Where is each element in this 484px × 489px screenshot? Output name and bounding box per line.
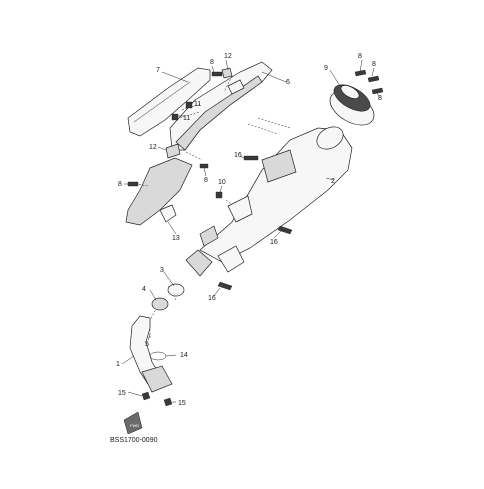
callout-1: 1	[116, 361, 120, 368]
callout-8-left: 8	[118, 181, 122, 188]
callout-16-mid: 16	[270, 239, 278, 246]
other-bolts-8	[127, 71, 223, 187]
gasket-3	[167, 283, 185, 297]
callout-10: 10	[218, 179, 226, 186]
callout-8-endcap-low: 8	[378, 95, 382, 102]
bolt-10	[215, 191, 223, 199]
nut-15-left	[141, 391, 151, 401]
muffler-body	[185, 126, 353, 277]
callout-8-endcap-mid: 8	[372, 61, 376, 68]
callout-16-lower: 16	[208, 295, 216, 302]
callout-4: 4	[142, 286, 146, 293]
callout-13: 13	[172, 235, 180, 242]
callout-labels: 12 8 8 8 8 9 6 7 11 11 12 16 8 8 10 2 13…	[116, 53, 382, 407]
callout-12-upper: 12	[224, 53, 232, 60]
bolt-16-top	[243, 155, 259, 161]
callout-7: 7	[156, 67, 160, 74]
end-cap-bolts	[354, 69, 384, 95]
bolt-16-mid	[277, 225, 293, 235]
heat-shield-lower	[125, 157, 193, 226]
callout-15-left: 15	[118, 390, 126, 397]
callout-9: 9	[324, 65, 328, 72]
callout-3: 3	[160, 267, 164, 274]
callout-16-top: 16	[234, 152, 242, 159]
callout-8-mid: 8	[204, 177, 208, 184]
flange-4	[151, 297, 169, 311]
fwd-label: FWD	[130, 423, 139, 428]
callout-15-right: 15	[178, 400, 186, 407]
callout-5: 5	[145, 341, 149, 348]
bracket-12-lower	[165, 143, 181, 159]
diagram-code: BSS1700-0090	[110, 437, 158, 444]
fwd-badge: FWD	[123, 411, 143, 435]
leader-lines	[121, 59, 381, 403]
end-cap	[329, 84, 375, 126]
callout-11-upper: 11	[194, 101, 201, 108]
callout-8-endcap-top: 8	[358, 53, 362, 60]
heat-shield-upper	[169, 61, 273, 151]
bracket-12-upper	[221, 67, 233, 79]
exhaust-pipe	[129, 315, 173, 393]
gasket-14	[149, 351, 167, 361]
heat-shield-cover	[127, 67, 211, 137]
callout-11-lower: 11	[183, 115, 190, 122]
callout-14: 14	[180, 352, 188, 359]
callout-12-lower: 12	[149, 144, 157, 151]
bolt-16-lower	[217, 281, 233, 291]
callout-8-upper-left: 8	[210, 59, 214, 66]
callout-2: 2	[331, 178, 335, 185]
callout-6: 6	[286, 79, 290, 86]
nut-15-right	[163, 397, 173, 407]
